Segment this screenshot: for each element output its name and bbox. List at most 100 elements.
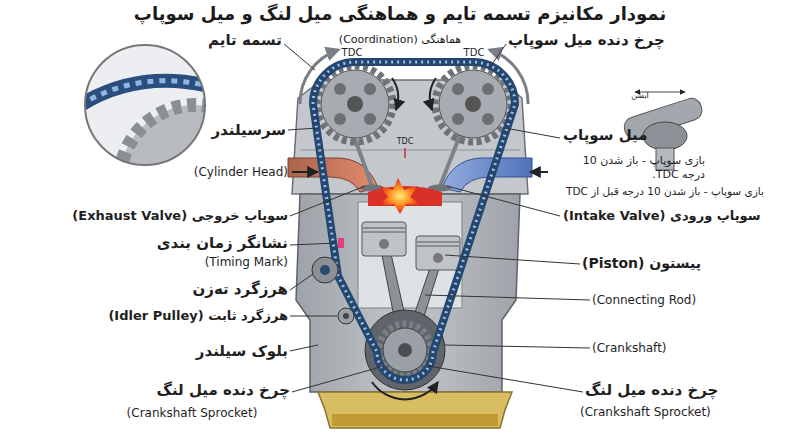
pistons bbox=[362, 222, 406, 256]
leader-line bbox=[288, 128, 318, 130]
part-label: میل سوپاپ bbox=[563, 126, 648, 145]
part-label: سوپاپ ورودی (Intake Valve) bbox=[563, 208, 761, 224]
combustion-flame bbox=[378, 178, 422, 214]
camshaft-sprocket bbox=[435, 66, 511, 142]
belt-closeup-inset bbox=[70, 81, 230, 112]
timing-mark bbox=[338, 238, 344, 248]
rotation-arrow bbox=[300, 50, 528, 110]
part-label: (Cylinder Head) bbox=[194, 165, 288, 180]
pistons bbox=[362, 222, 460, 270]
leader-line bbox=[488, 44, 506, 70]
belt-closeup-inset bbox=[85, 45, 205, 165]
camshaft-sprocket bbox=[482, 83, 494, 95]
leader-line bbox=[290, 186, 365, 216]
camshaft-sprocket bbox=[465, 96, 481, 112]
camshaft-sprocket bbox=[321, 70, 389, 138]
part-label: چرخ دنده میل سوپاپ bbox=[508, 31, 665, 50]
cylinder-head-arrow bbox=[292, 172, 548, 173]
part-label: تسمه تایم bbox=[208, 31, 282, 50]
rotation-arrow bbox=[392, 78, 398, 110]
leader-line bbox=[290, 345, 318, 351]
note-label: بازی سوپاپ - باز شدن 10 درجه قبل از TDC bbox=[566, 185, 764, 198]
leader-line bbox=[505, 128, 560, 138]
idler-pulley bbox=[338, 308, 354, 324]
tdc-marker: TDC bbox=[464, 47, 485, 60]
camshaft-sprocket bbox=[452, 113, 464, 125]
leader-line bbox=[425, 295, 590, 300]
leader-line bbox=[290, 274, 313, 290]
combustion-flame bbox=[404, 148, 406, 158]
timing-belt bbox=[313, 62, 515, 380]
tensioner-pulley bbox=[312, 257, 338, 283]
leader-line bbox=[284, 44, 590, 392]
timing-belt bbox=[313, 62, 515, 380]
camshaft-sprocket bbox=[482, 113, 494, 125]
part-label: (Connecting Rod) bbox=[592, 293, 696, 308]
part-label: بلوک سیلندر bbox=[196, 342, 288, 361]
idler-pulley bbox=[343, 313, 349, 319]
part-label: سرسیلندر bbox=[211, 121, 286, 140]
part-label: (Timing Mark) bbox=[205, 255, 288, 270]
timing-mark bbox=[338, 238, 344, 248]
tensioner-pulley bbox=[312, 257, 338, 283]
camshaft-inset bbox=[643, 122, 687, 150]
part-label: (Crankshaft) bbox=[592, 341, 667, 356]
pistons bbox=[379, 239, 389, 249]
pistons bbox=[417, 242, 459, 243]
part-label: (Crankshaft Sprocket) bbox=[127, 406, 258, 421]
idler-pulley bbox=[338, 308, 354, 324]
crankshaft bbox=[398, 343, 412, 357]
pistons bbox=[416, 236, 460, 270]
note-label: ایشن bbox=[631, 91, 649, 101]
leader-line bbox=[284, 44, 315, 70]
leader-line bbox=[428, 366, 583, 392]
crankshaft bbox=[372, 382, 438, 399]
leader-line bbox=[290, 316, 337, 317]
camshaft-sprocket bbox=[317, 66, 393, 142]
cylinder-head-arrow bbox=[292, 171, 318, 173]
camshaft-sprocket bbox=[435, 66, 511, 142]
leader-line bbox=[445, 255, 580, 264]
camshaft-sprocket bbox=[334, 113, 346, 125]
tensioner-pulley bbox=[320, 265, 330, 275]
camshaft-sprocket bbox=[364, 113, 376, 125]
leader-line bbox=[290, 243, 337, 245]
part-label: سوپاپ خروجی (Exhaust Valve) bbox=[72, 208, 288, 224]
camshaft-sprocket bbox=[364, 83, 376, 95]
pistons bbox=[363, 228, 405, 229]
pistons bbox=[433, 253, 443, 263]
camshaft-sprocket bbox=[452, 83, 464, 95]
part-label: هرزگرد ثابت (Idler Pulley) bbox=[108, 308, 288, 324]
diagram-title: نمودار مکانیزم تسمه تایم و هماهنگی میل ل… bbox=[0, 3, 800, 24]
tdc-marker: TDC bbox=[342, 47, 363, 60]
caption-label: هماهنگی (Coordination) bbox=[339, 33, 461, 47]
note-label: بازی سوپاپ - باز شدن 10 درجه TDC. bbox=[575, 154, 705, 182]
belt-closeup-inset bbox=[70, 81, 230, 112]
rotation-arrow bbox=[300, 50, 338, 104]
camshaft-sprocket bbox=[334, 83, 346, 95]
leader-line bbox=[292, 366, 384, 392]
pistons bbox=[417, 246, 459, 247]
part-label: چرخ دنده میل لنگ bbox=[585, 381, 718, 400]
leader-line bbox=[447, 186, 560, 216]
part-label: نشانگر زمان بندی bbox=[157, 234, 288, 253]
camshaft-sprocket bbox=[439, 70, 507, 138]
cylinder-head-body bbox=[300, 150, 520, 151]
oil-pan bbox=[332, 414, 498, 426]
leader-line bbox=[445, 345, 590, 348]
camshaft-sprocket bbox=[347, 96, 363, 112]
timing-belt bbox=[313, 62, 515, 380]
crankshaft bbox=[383, 328, 427, 372]
cylinder-head-arrow bbox=[530, 171, 548, 173]
pistons bbox=[363, 232, 405, 233]
part-label: پیستون (Piston) bbox=[582, 255, 701, 273]
camshaft-sprocket bbox=[317, 66, 393, 142]
part-label: هرزگرد ته‌زن bbox=[192, 280, 288, 299]
rotation-arrow bbox=[430, 78, 436, 110]
part-label: چرخ دنده میل لنگ bbox=[157, 381, 290, 400]
combustion-flame bbox=[368, 148, 442, 214]
tdc-marker: TDC bbox=[397, 137, 414, 147]
part-label: (Crankshaft Sprocket) bbox=[580, 405, 711, 420]
